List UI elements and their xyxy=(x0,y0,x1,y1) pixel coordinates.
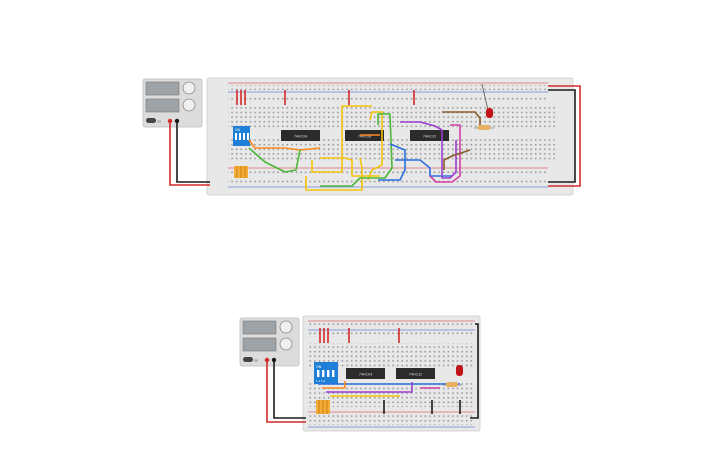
resistor-icon xyxy=(446,382,458,387)
chip-label: 74HC04 xyxy=(359,373,373,377)
chip-label: 74HC04 xyxy=(294,135,308,139)
power-switch[interactable] xyxy=(243,357,253,362)
power-supply-bottom[interactable]: 5V xyxy=(239,317,300,367)
chip-74hc04-top[interactable]: 74HC04 xyxy=(281,130,320,141)
logic-wires-top[interactable] xyxy=(248,105,481,191)
supply-wires-top[interactable] xyxy=(169,85,581,187)
current-knob[interactable] xyxy=(279,337,293,351)
supply-wires-bottom[interactable] xyxy=(266,323,479,423)
chip-74hc32-bottom[interactable]: 74HC32 xyxy=(396,368,435,379)
chip-label: 74HC08 xyxy=(358,135,372,139)
voltage-display xyxy=(242,320,277,335)
current-knob[interactable] xyxy=(182,98,196,112)
logic-wires-bottom[interactable] xyxy=(318,381,461,414)
button-array-top[interactable] xyxy=(234,166,248,178)
chip-74hc32-top[interactable]: 74HC32 xyxy=(410,130,449,141)
chip-label: 74HC32 xyxy=(423,135,437,139)
led-top[interactable] xyxy=(481,83,493,118)
resistor-bottom[interactable] xyxy=(442,382,462,387)
breadboard-top xyxy=(206,77,574,196)
terminal-label: 5V xyxy=(157,120,162,124)
terminal-label: 5V xyxy=(254,359,259,363)
button-array-bottom[interactable] xyxy=(316,400,330,414)
dip-switch-positions: 1 2 3 4 xyxy=(316,379,325,383)
resistor-top[interactable] xyxy=(474,125,494,130)
power-jumpers-top[interactable] xyxy=(236,90,415,105)
dip-switch-bottom[interactable]: ON 1 2 3 4 xyxy=(314,362,338,384)
current-display xyxy=(242,337,277,352)
power-switch[interactable] xyxy=(146,118,156,123)
resistor-icon xyxy=(478,125,490,130)
chip-74hc04-bottom[interactable]: 74HC04 xyxy=(346,368,385,379)
dip-switch-label: ON xyxy=(235,128,241,132)
voltage-display xyxy=(145,81,180,96)
dip-switch-label: ON xyxy=(316,365,322,369)
led-icon xyxy=(486,108,493,118)
power-jumpers-bottom[interactable] xyxy=(319,328,400,343)
voltage-knob[interactable] xyxy=(279,320,293,334)
dip-switch-top[interactable]: ON xyxy=(233,126,250,146)
led-icon xyxy=(456,365,463,376)
led-bottom[interactable] xyxy=(456,365,463,376)
breadboard-bottom xyxy=(302,315,481,432)
current-display xyxy=(145,98,180,113)
circuit-top[interactable]: 5V ON xyxy=(142,77,581,196)
voltage-knob[interactable] xyxy=(182,81,196,95)
chip-label: 74HC32 xyxy=(409,373,423,377)
power-supply-top[interactable]: 5V xyxy=(142,78,203,128)
circuit-bottom[interactable]: 5V ON 1 2 3 4 xyxy=(239,315,481,432)
